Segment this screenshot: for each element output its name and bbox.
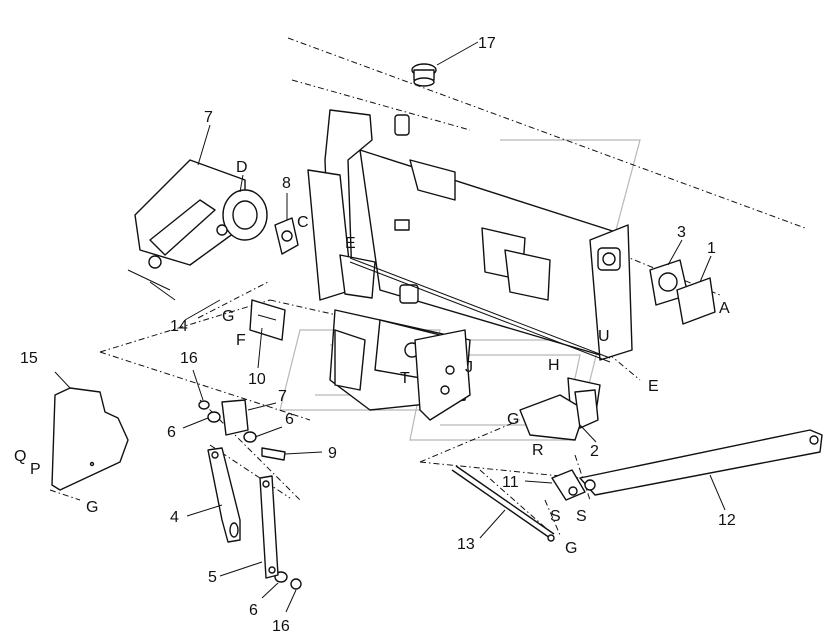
label-U: U: [598, 328, 610, 345]
part-12-bar: [579, 429, 823, 496]
label-G: G: [222, 308, 234, 325]
label-R: R: [532, 442, 544, 459]
label-8: 8: [282, 175, 291, 192]
label-1: 1: [707, 240, 716, 257]
label-T: T: [400, 370, 410, 387]
label-10: 10: [248, 371, 266, 388]
label-2: 2: [590, 443, 599, 460]
part-17-knob: [411, 63, 437, 87]
main-frame: [307, 109, 633, 421]
label-C: C: [297, 214, 309, 231]
label-15: 15: [20, 350, 38, 367]
label-A: A: [719, 300, 730, 317]
callout-labels: 17 7 D 8 C E 3 1 A 14 G F 15 16 10 7 6 6…: [14, 35, 736, 635]
label-7: 7: [204, 109, 213, 126]
part-11-bracket: [551, 469, 586, 501]
label-7-lower: 7: [278, 388, 287, 405]
label-12: 12: [718, 512, 736, 529]
label-6-bottom: 6: [249, 602, 258, 619]
label-6-left: 6: [167, 424, 176, 441]
label-16: 16: [180, 350, 198, 367]
label-6-right: 6: [285, 411, 294, 428]
part-2-hood: [519, 389, 599, 441]
part-7-linkage: [127, 159, 268, 301]
label-F: F: [236, 332, 246, 349]
small-hardware: [198, 399, 302, 590]
label-Q: Q: [14, 448, 26, 465]
part-10-bracket: [249, 299, 286, 341]
label-14: 14: [170, 318, 188, 335]
label-16-bottom: 16: [272, 618, 290, 635]
label-D: D: [236, 159, 248, 176]
label-E-right: E: [648, 378, 659, 395]
label-11: 11: [502, 474, 519, 491]
label-G-rod: G: [565, 540, 577, 557]
label-H: H: [548, 357, 560, 374]
label-13: 13: [457, 536, 475, 553]
label-J: J: [465, 359, 473, 376]
label-G-hood: G: [507, 411, 519, 428]
label-P: P: [30, 461, 41, 478]
label-E: E: [345, 235, 356, 252]
label-S-right: S: [576, 508, 587, 525]
parts-3-1-plates: [649, 259, 716, 325]
part-13-rod: [451, 465, 555, 542]
part-4-link: [207, 447, 241, 543]
label-5: 5: [208, 569, 217, 586]
label-3: 3: [677, 224, 686, 241]
label-G-panel: G: [86, 499, 98, 516]
leader-lines: [54, 41, 726, 613]
label-4: 4: [170, 509, 179, 526]
label-9: 9: [328, 445, 337, 462]
part-8-bracket: [274, 217, 299, 255]
label-17: 17: [478, 35, 496, 52]
label-S-left: S: [550, 508, 561, 525]
part-5-link: [259, 475, 279, 579]
part-15-panel: [51, 387, 129, 491]
